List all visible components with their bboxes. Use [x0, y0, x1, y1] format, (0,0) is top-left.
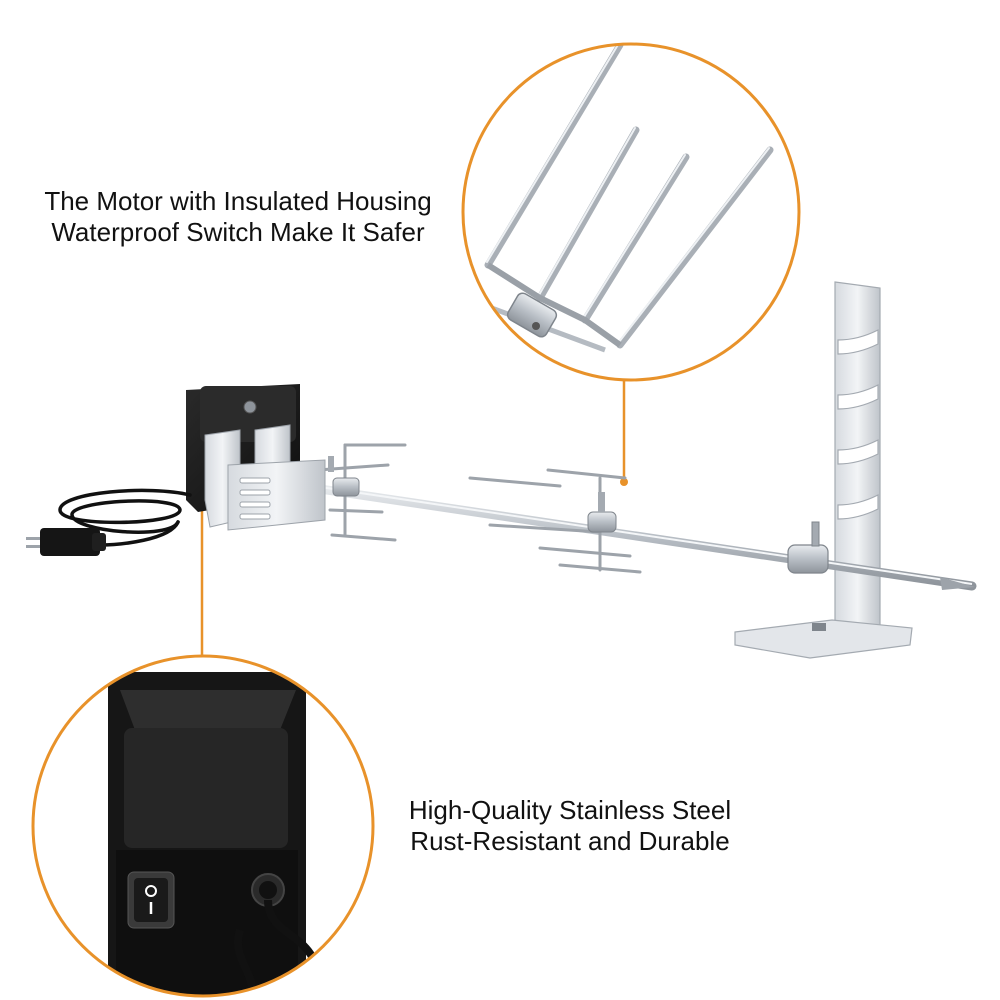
power-cord: [58, 488, 192, 547]
steel-caption: High-Quality Stainless Steel Rust-Resist…: [360, 795, 780, 857]
plug-icon: [26, 528, 106, 556]
motor-caption-line2: Waterproof Switch Make It Safer: [51, 217, 425, 247]
motor-closeup-icon: [31, 654, 375, 998]
motor-unit: [186, 384, 326, 531]
motor-caption-line1: The Motor with Insulated Housing: [44, 186, 432, 216]
rocker-switch-icon: [127, 871, 175, 929]
fork-closeup-icon: [461, 42, 801, 382]
steel-caption-line1: High-Quality Stainless Steel: [408, 795, 732, 825]
rotisserie-assembly: [295, 281, 977, 659]
spit-support-bracket: [734, 281, 913, 659]
steel-caption-line2: Rust-Resistant and Durable: [410, 826, 730, 856]
motor-caption: The Motor with Insulated Housing Waterpr…: [18, 186, 458, 248]
